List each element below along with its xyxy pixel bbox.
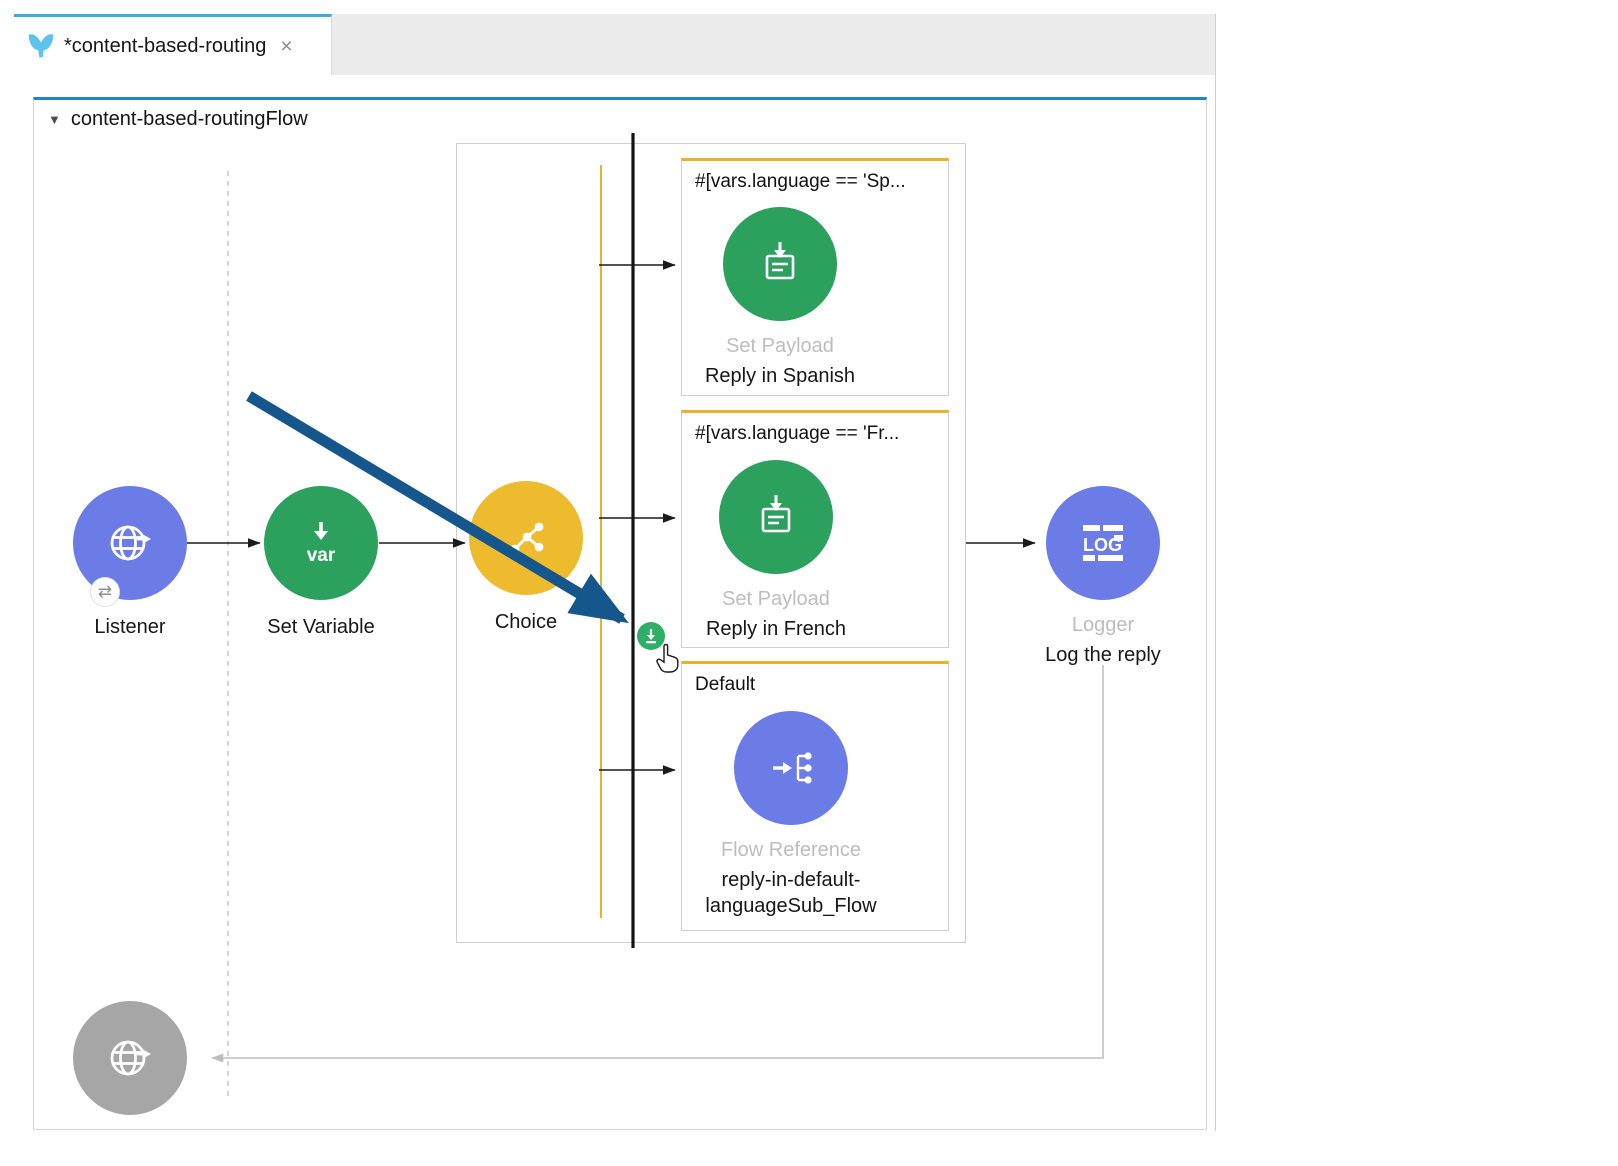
choice-node[interactable] xyxy=(469,481,583,595)
node-set-payload-spanish: Set Payload Reply in Spanish xyxy=(700,207,860,389)
route-condition: #[vars.language == 'Fr... xyxy=(695,423,900,444)
globe-icon xyxy=(110,525,151,561)
drop-add-badge xyxy=(637,622,665,650)
collapse-arrow-icon[interactable]: ▼ xyxy=(48,112,61,127)
node-label: Listener xyxy=(94,616,166,638)
node-listener-response xyxy=(50,1001,210,1115)
flow-container[interactable]: ▼ content-based-routingFlow #[vars.langu… xyxy=(33,97,1207,1130)
flow-header: ▼ content-based-routingFlow xyxy=(48,108,308,131)
set-variable-node[interactable]: var xyxy=(264,486,378,600)
set-payload-icon xyxy=(765,242,795,280)
node-set-variable: var Set Variable xyxy=(241,486,401,640)
close-icon[interactable]: × xyxy=(280,34,293,58)
flow-title: content-based-routingFlow xyxy=(70,108,308,130)
listener-node[interactable] xyxy=(73,486,187,600)
svg-text:var: var xyxy=(307,545,336,566)
flow-reference-icon xyxy=(773,752,812,784)
node-type-label: Set Payload xyxy=(726,335,834,357)
node-label: Choice xyxy=(494,611,558,633)
route-condition: Default xyxy=(695,674,756,695)
node-label: Log the reply xyxy=(1045,644,1161,666)
listener-swap-icon: ⇄ xyxy=(90,577,120,607)
editor-right-border xyxy=(1215,14,1216,1131)
node-listener: Listener xyxy=(50,486,210,640)
set-payload-node[interactable] xyxy=(723,207,837,321)
mule-logo-icon xyxy=(28,34,54,58)
tab-content-based-routing[interactable]: *content-based-routing × xyxy=(14,14,332,75)
set-variable-icon: var xyxy=(307,522,336,566)
flow-reference-node[interactable] xyxy=(734,711,848,825)
node-type-label: Set Payload xyxy=(722,588,830,610)
editor-tab-bar: *content-based-routing × xyxy=(14,14,1215,75)
logger-node[interactable]: LOG xyxy=(1046,486,1160,600)
set-payload-node[interactable] xyxy=(719,460,833,574)
node-type-label: Logger xyxy=(1071,614,1135,636)
listener-response-node[interactable] xyxy=(73,1001,187,1115)
globe-icon xyxy=(110,1040,151,1076)
drag-cursor-icon xyxy=(654,643,680,678)
node-set-payload-french: Set Payload Reply in French xyxy=(696,460,856,642)
node-label: Reply in Spanish xyxy=(704,365,856,387)
node-label: reply-in-default-languageSub_Flow xyxy=(705,869,877,918)
tab-title: *content-based-routing xyxy=(64,34,267,57)
node-choice: Choice xyxy=(446,481,606,635)
node-label: Reply in French xyxy=(705,618,847,640)
node-label: Set Variable xyxy=(267,616,375,638)
node-flow-reference: Flow Reference reply-in-default-language… xyxy=(691,711,891,920)
node-type-label: Flow Reference xyxy=(720,839,862,861)
logger-icon: LOG xyxy=(1083,525,1123,561)
svg-text:LOG: LOG xyxy=(1083,535,1122,555)
route-condition: #[vars.language == 'Sp... xyxy=(695,171,906,192)
insert-down-arrow-icon xyxy=(646,629,656,644)
node-logger: LOG Logger Log the reply xyxy=(1023,486,1183,668)
choice-branch-icon xyxy=(510,522,544,554)
set-payload-icon xyxy=(761,495,791,533)
